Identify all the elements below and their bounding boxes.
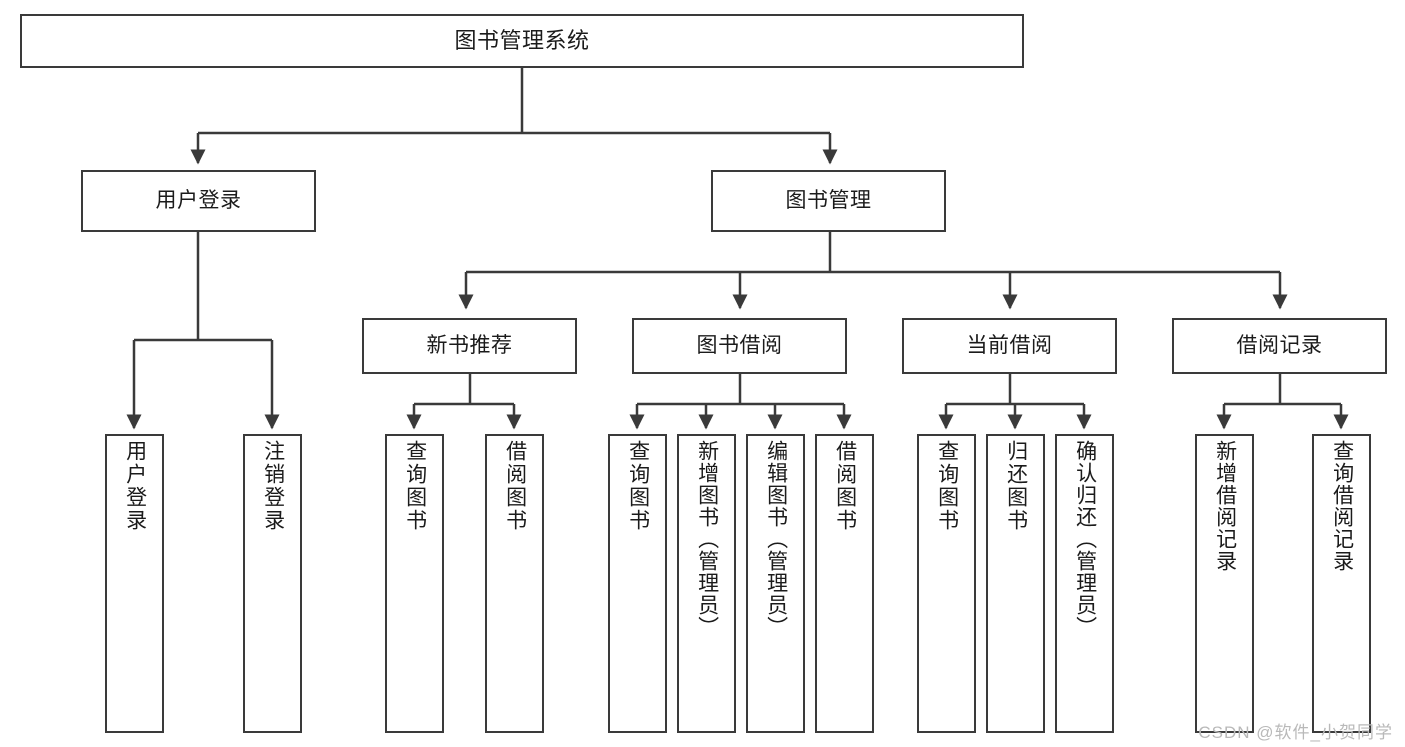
- node-label: 查询借阅记录: [1330, 440, 1354, 572]
- node-user-login[interactable]: 用户登录: [81, 170, 316, 232]
- node-label: 借阅记录: [1236, 333, 1323, 357]
- node-root-book-management-system[interactable]: 图书管理系统: [20, 14, 1024, 68]
- node-leaf-borrow-books-borrowing[interactable]: 借阅图书: [815, 434, 874, 733]
- watermark-text: CSDN @软件_小贺同学: [1198, 723, 1393, 742]
- node-label: 当前借阅: [966, 333, 1053, 357]
- node-leaf-add-book-admin[interactable]: 新增图书（管理员）: [677, 434, 736, 733]
- node-leaf-logout[interactable]: 注销登录: [243, 434, 302, 733]
- node-book-management[interactable]: 图书管理: [711, 170, 946, 232]
- node-label: 归还图书: [1004, 440, 1028, 532]
- node-borrowing-records[interactable]: 借阅记录: [1172, 318, 1387, 374]
- node-leaf-query-books-borrowing[interactable]: 查询图书: [608, 434, 667, 733]
- node-label: 用户登录: [123, 440, 147, 532]
- node-leaf-add-borrow-record[interactable]: 新增借阅记录: [1195, 434, 1254, 733]
- node-label: 图书借阅: [696, 333, 783, 357]
- node-leaf-confirm-return-admin[interactable]: 确认归还（管理员）: [1055, 434, 1114, 733]
- node-label: 借阅图书: [833, 440, 857, 532]
- node-leaf-user-login[interactable]: 用户登录: [105, 434, 164, 733]
- node-label: 图书管理: [785, 188, 872, 212]
- node-new-book-recommendation[interactable]: 新书推荐: [362, 318, 577, 374]
- node-book-borrowing[interactable]: 图书借阅: [632, 318, 847, 374]
- node-leaf-borrow-books-recommend[interactable]: 借阅图书: [485, 434, 544, 733]
- node-label: 新书推荐: [426, 333, 513, 357]
- node-leaf-return-books[interactable]: 归还图书: [986, 434, 1045, 733]
- node-label: 查询图书: [626, 440, 650, 532]
- node-leaf-edit-book-admin[interactable]: 编辑图书（管理员）: [746, 434, 805, 733]
- node-label: 注销登录: [261, 440, 285, 532]
- node-leaf-query-books-recommend[interactable]: 查询图书: [385, 434, 444, 733]
- node-label: 查询图书: [403, 440, 427, 532]
- node-leaf-query-books-current[interactable]: 查询图书: [917, 434, 976, 733]
- node-label: 用户登录: [155, 188, 242, 212]
- node-label: 确认归还（管理员）: [1073, 440, 1097, 638]
- node-leaf-query-borrow-record[interactable]: 查询借阅记录: [1312, 434, 1371, 733]
- node-label: 编辑图书（管理员）: [764, 440, 788, 638]
- node-current-borrowing[interactable]: 当前借阅: [902, 318, 1117, 374]
- node-label: 新增图书（管理员）: [695, 440, 719, 638]
- node-label: 查询图书: [935, 440, 959, 532]
- node-label: 借阅图书: [503, 440, 527, 532]
- node-label: 新增借阅记录: [1213, 440, 1237, 572]
- node-label: 图书管理系统: [454, 28, 590, 54]
